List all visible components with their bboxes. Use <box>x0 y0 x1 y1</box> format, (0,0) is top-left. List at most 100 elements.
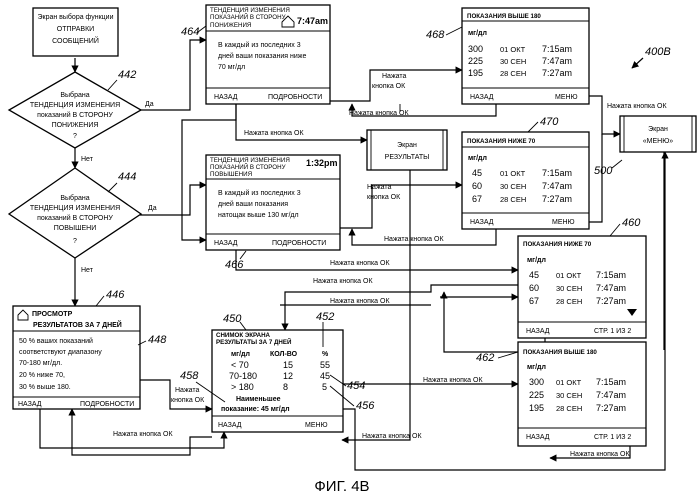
below70b-row2-time: 7:47am <box>596 283 626 293</box>
trend-up-body-1: В каждый из последних 3 <box>218 189 301 197</box>
decision-2-line-2: ТЕНДЕНЦИЯ ИЗМЕНЕНИЯ <box>30 205 120 212</box>
label-ok-4a: Нажата <box>367 184 391 191</box>
below70b-unit: мг/дл <box>527 257 546 264</box>
snapshot-lowest-value: показание: 45 мг/дл <box>221 406 290 413</box>
snapshot-row2-range: 70-180 <box>229 371 257 381</box>
trend-down-title-1: ТЕНДЕНЦИЯ ИЗМЕНЕНИЯ <box>210 7 290 14</box>
review7-back-button[interactable]: НАЗАД <box>18 401 42 408</box>
trend-down-details-button[interactable]: ПОДРОБНОСТИ <box>268 94 322 101</box>
ref-468: 468 <box>426 29 445 41</box>
decision-2-line-4: ПОВЫШЕНИ <box>54 225 97 232</box>
start-box-line-2: ОТПРАВКИ <box>57 26 94 33</box>
above180a-row1-time: 7:15am <box>542 44 572 54</box>
above180a-row2-date: 30 СЕН <box>500 57 526 66</box>
ref-466: 466 <box>225 259 244 271</box>
below70a-row1-time: 7:15am <box>542 168 572 178</box>
above180a-row2-val: 225 <box>468 56 483 66</box>
below70b-row1-time: 7:15am <box>596 270 626 280</box>
decision-1-line-5: ? <box>73 133 77 140</box>
decision-1-line-1: Выбрана <box>60 91 89 99</box>
results-screen-box: Экран РЕЗУЛЬТАТЫ <box>367 130 447 170</box>
below70a-row2-date: 30 СЕН <box>500 182 526 191</box>
snapshot-row1-range: < 70 <box>231 360 249 370</box>
snapshot-row3-range: > 180 <box>231 382 254 392</box>
screen-above-180-b: ПОКАЗАНИЯ ВЫШЕ 180 мг/дл 300 01 ОКТ 7:15… <box>476 342 646 446</box>
above180b-unit: мг/дл <box>527 364 546 371</box>
results-screen-line-1: Экран <box>397 142 417 149</box>
ref-446: 446 <box>106 289 125 301</box>
start-box: Экран выбора функции ОТПРАВКИ СООБЩЕНИЙ <box>33 8 118 56</box>
below70a-menu-button[interactable]: МЕНЮ <box>552 219 575 226</box>
above180b-page-indicator: СТР. 1 ИЗ 2 <box>594 434 631 441</box>
below70a-back-button[interactable]: НАЗАД <box>470 219 494 226</box>
decision-2-yes: Да <box>148 205 157 212</box>
trend-up-back-button[interactable]: НАЗАД <box>214 240 238 247</box>
decision-1-line-4: ПОНИЖЕНИЯ <box>52 122 99 129</box>
above180a-row3-date: 28 СЕН <box>500 69 526 78</box>
ref-470: 470 <box>540 116 559 128</box>
above180b-back-button[interactable]: НАЗАД <box>526 434 550 441</box>
decision-1-line-3: показаний В СТОРОНУ <box>37 111 113 119</box>
review7-title-1: ПРОСМОТР <box>32 311 73 318</box>
label-ok-11: Нажата кнопка ОК <box>113 431 173 438</box>
snapshot-row3-count: 8 <box>283 382 288 392</box>
below70a-row3-date: 28 СЕН <box>500 195 526 204</box>
below70b-back-button[interactable]: НАЗАД <box>526 328 550 335</box>
trend-up-body-3: натощак выше 130 мг/дл <box>218 212 299 219</box>
snapshot-row1-count: 15 <box>283 360 293 370</box>
ref-450: 450 <box>223 313 242 325</box>
figure-caption: ФИГ. 4В <box>314 478 369 495</box>
ref-456: 456 <box>356 400 375 412</box>
menu-screen-line-2: «МЕНЮ» <box>643 138 674 145</box>
decision-2-line-5: ? <box>73 238 77 245</box>
above180a-menu-button[interactable]: МЕНЮ <box>555 94 578 101</box>
above180b-row1-date: 01 ОКТ <box>556 378 582 387</box>
label-ok-1a: Нажата <box>382 73 406 80</box>
snapshot-col-percent: % <box>322 351 329 358</box>
below70b-row1-val: 45 <box>529 270 539 280</box>
screen-snapshot-7-days: СНИМОК ЭКРАНА РЕЗУЛЬТАТЫ ЗА 7 ДНЕЙ мг/дл… <box>180 311 375 432</box>
snapshot-lowest-label: Наименьшее <box>236 396 281 403</box>
above180a-row1-val: 300 <box>468 44 483 54</box>
ref-444: 444 <box>118 171 136 183</box>
review7-details-button[interactable]: ПОДРОБНОСТИ <box>80 401 134 408</box>
above180a-row3-time: 7:27am <box>542 68 572 78</box>
above180b-row2-val: 225 <box>529 390 544 400</box>
trend-up-time: 1:32pm <box>306 158 338 168</box>
decision-2-no: Нет <box>81 267 94 274</box>
above180b-title: ПОКАЗАНИЯ ВЫШЕ 180 <box>523 349 597 356</box>
snapshot-menu-button[interactable]: МЕНЮ <box>305 422 328 429</box>
decision-2-line-3: показаний В СТОРОНУ <box>37 214 113 222</box>
trend-up-details-button[interactable]: ПОДРОБНОСТИ <box>272 240 326 247</box>
above180a-back-button[interactable]: НАЗАД <box>470 94 494 101</box>
below70a-row1-val: 45 <box>472 168 482 178</box>
snapshot-title-1: СНИМОК ЭКРАНА <box>216 332 271 339</box>
above180b-row1-time: 7:15am <box>596 377 626 387</box>
ref-454: 454 <box>347 380 365 392</box>
above180a-row3-val: 195 <box>468 68 483 78</box>
snapshot-back-button[interactable]: НАЗАД <box>218 422 242 429</box>
ref-500: 500 <box>594 165 613 177</box>
label-ok-6: Нажата кнопка ОК <box>330 260 390 267</box>
ref-460: 460 <box>622 217 641 229</box>
label-ok-10a: Нажата <box>175 387 199 394</box>
below70a-row3-time: 7:27am <box>542 194 572 204</box>
below70a-row1-date: 01 ОКТ <box>500 169 526 178</box>
snapshot-row3-pct: 5 <box>322 382 327 392</box>
label-ok-2: Нажата кнопка ОК <box>349 110 409 117</box>
trend-down-back-button[interactable]: НАЗАД <box>214 94 238 101</box>
decision-1-yes: Да <box>145 101 154 108</box>
screen-trend-down: ТЕНДЕНЦИЯ ИЗМЕНЕНИЯ ПОКАЗАНИЙ В СТОРОНУ … <box>181 5 330 104</box>
above180a-row2-time: 7:47am <box>542 56 572 66</box>
trend-down-title-3: ПОНИЖЕНИЯ <box>210 22 251 29</box>
label-ok-8: Нажата кнопка ОК <box>330 298 390 305</box>
decision-1-line-2: ТЕНДЕНЦИЯ ИЗМЕНЕНИЯ <box>30 102 120 109</box>
below70b-page-indicator: СТР. 1 ИЗ 2 <box>594 328 631 335</box>
screen-below-70-b: ПОКАЗАНИЯ НИЖЕ 70 мг/дл 45 01 ОКТ 7:15am… <box>518 217 646 338</box>
below70b-row1-date: 01 ОКТ <box>556 271 582 280</box>
review7-body-4: 20 % ниже 70, <box>19 372 65 379</box>
ref-458: 458 <box>180 370 199 382</box>
below70a-unit: мг/дл <box>468 155 487 162</box>
below70b-row2-date: 30 СЕН <box>556 284 582 293</box>
